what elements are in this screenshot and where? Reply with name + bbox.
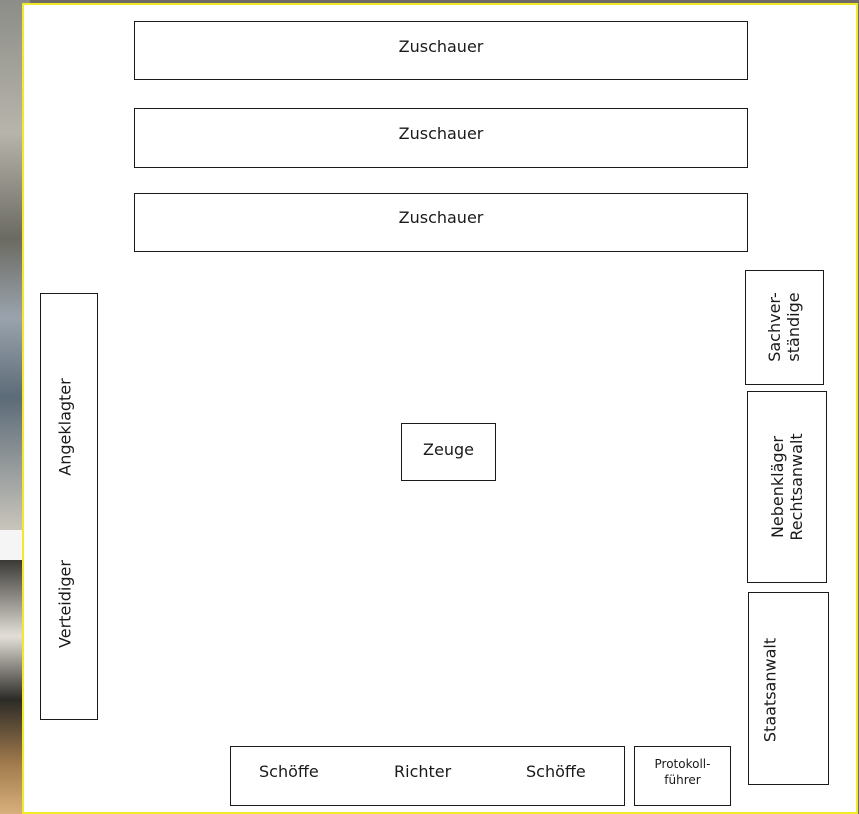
- clerk-box: Protokoll- führer: [634, 746, 731, 806]
- spectator-row-1: Zuschauer: [134, 21, 748, 80]
- spectator-label: Zuschauer: [398, 124, 484, 143]
- witness-box: Zeuge: [401, 423, 496, 481]
- judges-bench: Schöffe Richter Schöffe: [230, 746, 625, 806]
- clerk-label-line1: Protokoll-: [654, 757, 711, 771]
- clerk-label: Protokoll- führer: [635, 756, 730, 788]
- courtroom-diagram: Zuschauer Zuschauer Zuschauer Angeklagte…: [22, 3, 858, 814]
- defense-label: Verteidiger: [55, 560, 75, 648]
- lay-judge-left-label: Schöffe: [259, 762, 319, 781]
- co-plaintiff-box: Nebenkläger Rechtsanwalt: [747, 391, 827, 583]
- defense-bench: Angeklagter Verteidiger: [40, 293, 98, 720]
- spectator-row-2: Zuschauer: [134, 108, 748, 168]
- prosecutor-box: Staatsanwalt: [748, 592, 829, 785]
- spectator-label: Zuschauer: [398, 37, 484, 56]
- witness-label: Zeuge: [423, 440, 474, 459]
- spectator-label: Zuschauer: [398, 208, 484, 227]
- co-plaintiff-label-line2: Rechtsanwalt: [787, 433, 806, 541]
- co-plaintiff-label: Nebenkläger Rechtsanwalt: [768, 433, 806, 540]
- prosecutor-label: Staatsanwalt: [760, 637, 780, 743]
- judge-label: Richter: [394, 762, 452, 781]
- expert-label-line1: Sachver-: [764, 292, 784, 362]
- expert-label-line2: ständige: [784, 292, 803, 362]
- clerk-label-line2: führer: [664, 773, 701, 788]
- expert-box: Sachver- ständige: [745, 270, 824, 385]
- spectator-row-3: Zuschauer: [134, 193, 748, 252]
- defendant-label: Angeklagter: [55, 378, 75, 476]
- expert-label: Sachver- ständige: [765, 292, 803, 362]
- lay-judge-right-label: Schöffe: [526, 762, 586, 781]
- co-plaintiff-label-line1: Nebenkläger: [767, 435, 787, 539]
